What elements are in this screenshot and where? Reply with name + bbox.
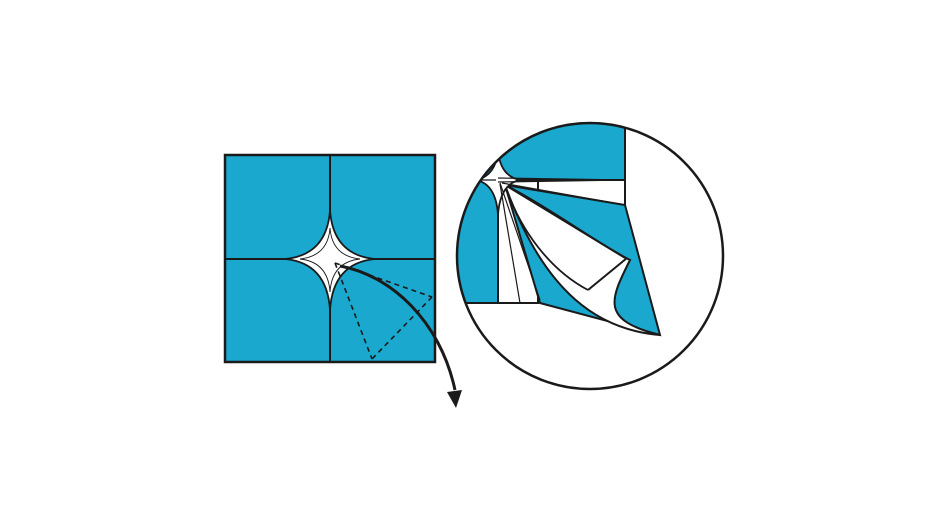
- zoom-blue-left: [457, 123, 499, 304]
- zoom-circle-outline: [455, 121, 725, 391]
- center-star-inner: [299, 227, 361, 293]
- zoom-petal-diagonal: [504, 184, 626, 259]
- fold-arrow-curve: [339, 264, 457, 391]
- zoom-petal-inner: [504, 184, 589, 291]
- zoom-fan-lines: [499, 182, 626, 304]
- dashed-fold-lines: [334, 262, 433, 360]
- zoom-star-crease: [475, 149, 521, 216]
- left-panel: [223, 153, 462, 408]
- center-star-crease: [284, 209, 376, 311]
- right-panel: [455, 121, 725, 391]
- zoom-petal-crossline: [587, 257, 628, 291]
- fold-arrow-head: [447, 390, 462, 408]
- zoom-blue-top: [457, 123, 626, 181]
